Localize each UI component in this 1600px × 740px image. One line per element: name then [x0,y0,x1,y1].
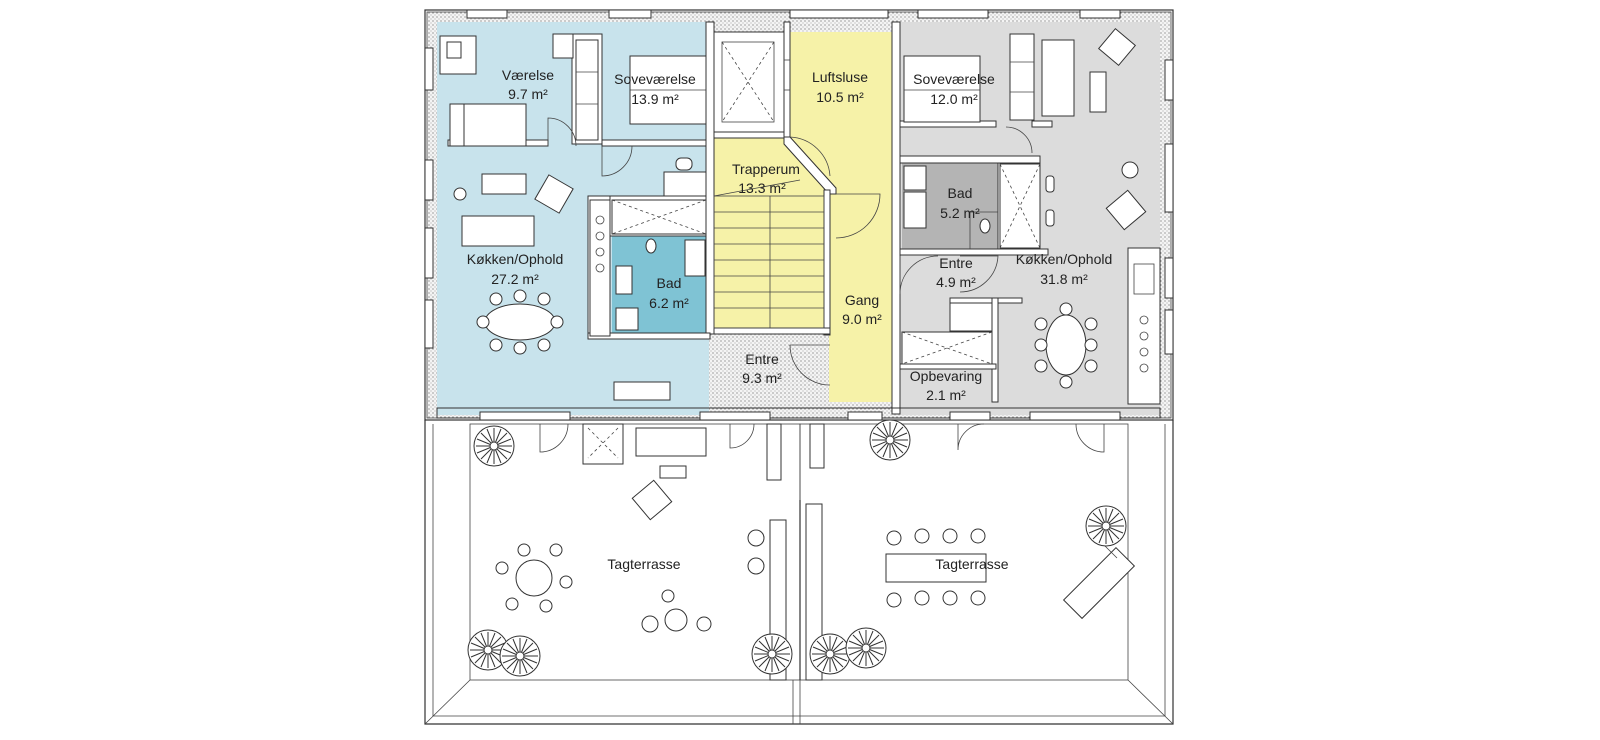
room-label-kokken-left: Køkken/Ophold 27.2 m² [467,251,564,287]
windows [424,9,1174,421]
room-label-bad-left: Bad 6.2 m² [649,275,689,311]
room-label-trapperum: Trapperum 13.3 m² [732,161,800,196]
room-label-opbevaring: Opbevaring 2.1 m² [910,368,982,403]
terrace-label-left: Tagterrasse [607,556,680,572]
room-area: 9.0 m² [842,311,882,327]
common-area-fill [714,32,892,402]
room-area: 9.3 m² [742,370,782,386]
room-label-bad-right: Bad 5.2 m² [940,185,980,221]
room-label-kokken-right: Køkken/Ophold 31.8 m² [1016,251,1113,287]
room-area: 27.2 m² [491,271,539,287]
doors-core [784,59,939,295]
room-label-gang: Gang 9.0 m² [842,292,882,327]
room-area: 9.7 m² [508,86,548,102]
room-area: 5.2 m² [940,205,980,221]
room-area: 13.9 m² [631,91,679,107]
doors-right [959,126,1033,293]
room-name: Entre [745,351,779,367]
room-area: 31.8 m² [1040,271,1088,287]
room-name: Køkken/Ophold [467,251,564,267]
room-area: 12.0 m² [930,91,978,107]
room-name: Trapperum [732,161,800,177]
shaft [713,31,785,133]
room-labels: Værelse 9.7 m² Soveværelse 13.9 m² Køkke… [467,67,1113,572]
room-name: Bad [948,185,973,201]
room-area: 4.9 m² [936,274,976,290]
room-label-luftsluse: Luftsluse 10.5 m² [812,69,868,105]
furniture-right [901,27,1155,389]
room-area: 2.1 m² [926,387,966,403]
trees [467,419,1127,677]
room-name: Luftsluse [812,69,868,85]
room-name: Soveværelse [614,71,696,87]
room-name: Opbevaring [910,368,982,384]
room-area: 6.2 m² [649,295,689,311]
elevator-shaft [721,41,775,123]
room-name: Bad [657,275,682,291]
furniture-left [439,33,707,401]
room-label-entre-left: Entre 9.3 m² [742,351,782,386]
room-label-sovevaerelse-left: Soveværelse 13.9 m² [614,71,696,107]
room-name: Soveværelse [913,71,995,87]
room-name: Værelse [502,67,554,83]
terrace-label-right: Tagterrasse [935,556,1008,572]
room-label-vaerelse: Værelse 9.7 m² [502,67,554,102]
doors-left [547,117,831,386]
room-area: 13.3 m² [738,180,786,196]
stairs [713,179,825,329]
room-label-sovevaerelse-right: Soveværelse 12.0 m² [913,71,995,107]
terrace-furniture [495,423,1136,633]
room-name: Gang [845,292,879,308]
room-area: 10.5 m² [816,89,864,105]
room-label-entre-right: Entre 4.9 m² [936,255,976,290]
room-name: Køkken/Ophold [1016,251,1113,267]
room-name: Entre [939,255,973,271]
